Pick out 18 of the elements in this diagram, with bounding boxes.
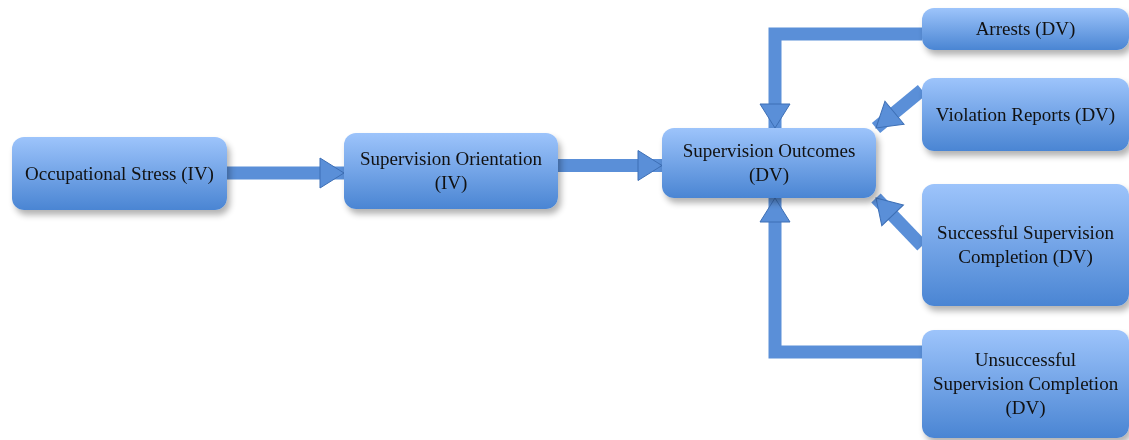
variable-label: Arrests (DV) [975,17,1076,41]
block-arrow [759,27,922,129]
variable-box [662,128,876,198]
variable-box [922,184,1129,306]
variable-label: Supervision Outcomes (DV) [681,139,857,187]
variable-box [922,330,1129,438]
variable-box [922,78,1129,151]
variable-box [922,8,1129,50]
variable-box [344,133,558,209]
variable-label: Violation Reports (DV) [935,102,1116,127]
variable-label: Unsuccessful Supervision Completion (DV) [932,348,1119,420]
block-arrow [227,157,345,189]
variable-box [12,137,227,210]
variable-label: Supervision Orientation (IV) [358,147,544,195]
block-arrow [558,150,663,181]
block-arrow [759,197,922,359]
variable-label: Successful Supervision Completion (DV) [936,221,1115,269]
variable-label: Occupational Stress (IV) [25,161,214,186]
